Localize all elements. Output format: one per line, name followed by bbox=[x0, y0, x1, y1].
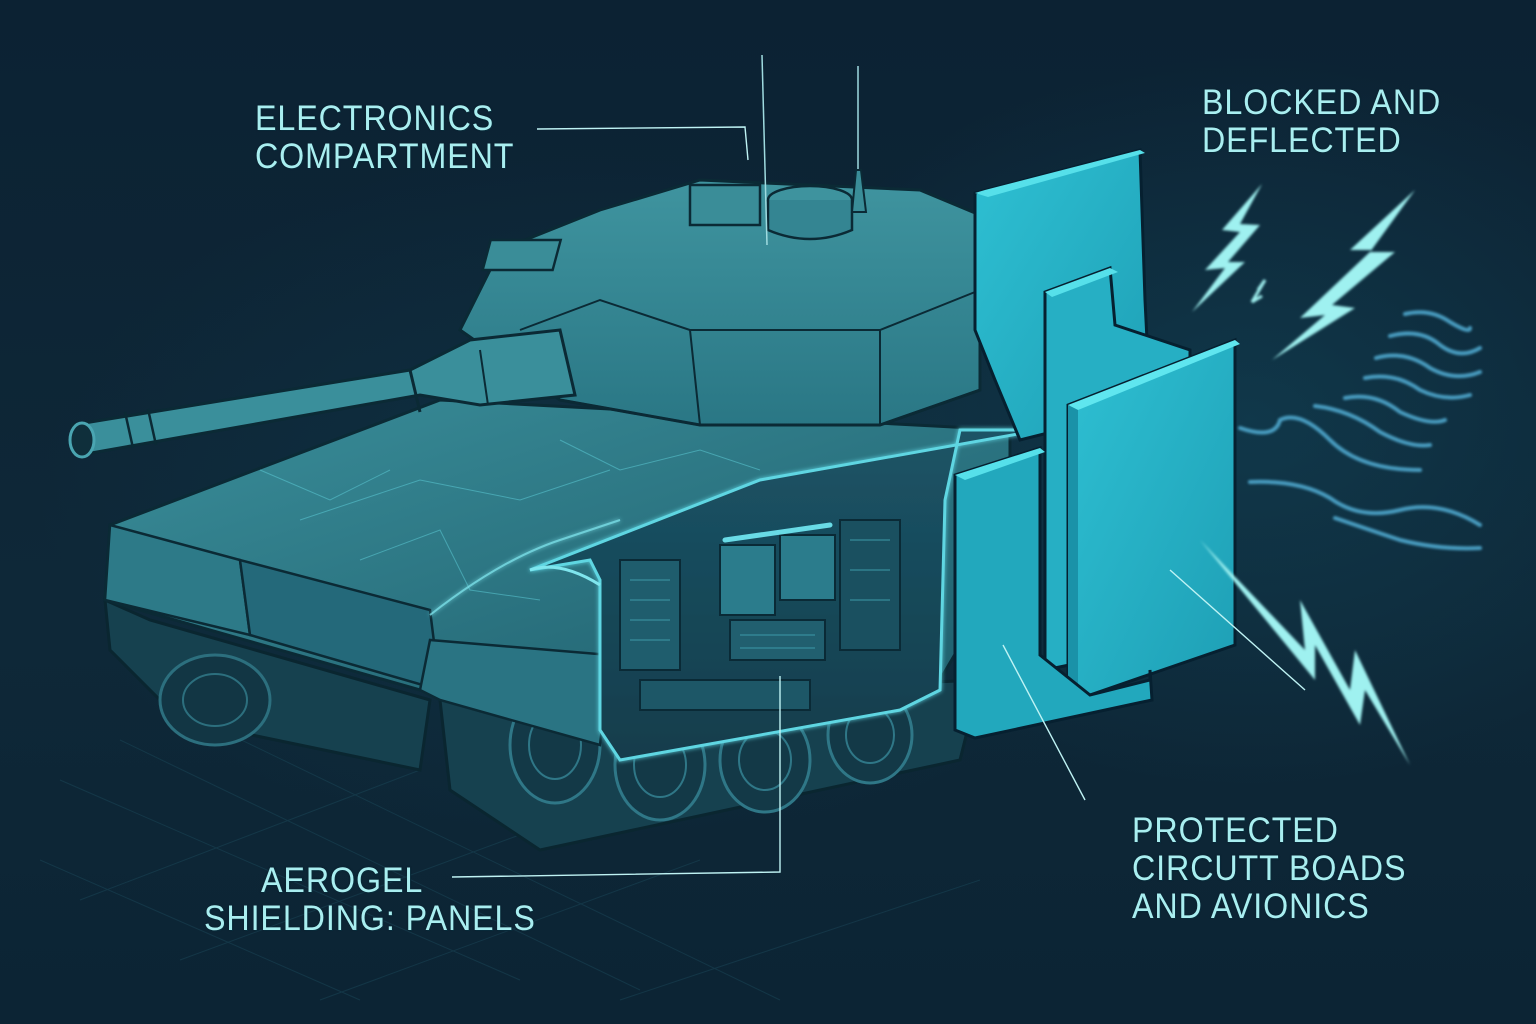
label-electronics-compartment: ELECTRONICS COMPARTMENT bbox=[255, 100, 514, 176]
antenna bbox=[761, 54, 768, 246]
label-line: AND AVIONICS bbox=[1132, 887, 1370, 926]
label-line: BLOCKED AND bbox=[1202, 83, 1442, 122]
leader-line-protected-upper bbox=[1169, 569, 1306, 691]
leader-lines bbox=[451, 126, 1306, 878]
leader-line-aerogel bbox=[451, 676, 781, 878]
leader-line-protected-lower bbox=[1002, 644, 1086, 801]
label-blocked-and-deflected: BLOCKED AND DEFLECTED bbox=[1202, 84, 1441, 160]
aerogel-shield-panels bbox=[953, 148, 1240, 740]
electromagnetic-wave-icons bbox=[1238, 310, 1482, 551]
label-line: DEFLECTED bbox=[1202, 121, 1402, 160]
lightning-bolt-icon bbox=[1250, 279, 1267, 304]
label-line: SHIELDING: PANELS bbox=[204, 899, 536, 938]
leader-line-electronics bbox=[536, 126, 749, 161]
turret bbox=[458, 54, 982, 427]
left-track bbox=[103, 597, 432, 772]
electronics-compartment-cutaway bbox=[529, 428, 1041, 762]
label-line: COMPARTMENT bbox=[255, 137, 515, 176]
label-aerogel-shielding-panels: AEROGEL SHIELDING: PANELS bbox=[204, 862, 536, 938]
lightning-bolt-icon bbox=[1272, 190, 1415, 360]
label-line: PROTECTED bbox=[1132, 811, 1339, 850]
lightning-bolt-icon bbox=[1192, 184, 1262, 312]
lightning-bolt-icons bbox=[1192, 184, 1415, 765]
label-line: CIRCUTT BOADS bbox=[1132, 849, 1407, 888]
label-protected-circuit-boards: PROTECTED CIRCUTT BOADS AND AVIONICS bbox=[1132, 812, 1406, 926]
label-line: AEROGEL bbox=[261, 861, 424, 900]
lightning-bolt-icon bbox=[1200, 540, 1410, 765]
floor-grid bbox=[39, 719, 981, 1001]
main-gun bbox=[68, 328, 577, 459]
label-line: ELECTRONICS bbox=[255, 99, 495, 138]
